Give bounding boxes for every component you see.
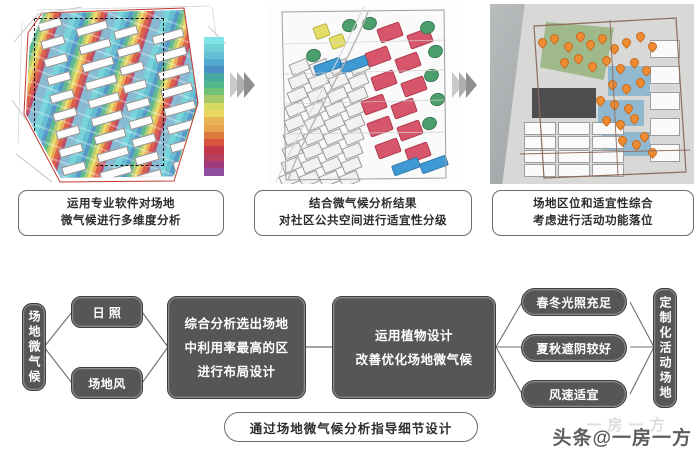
legend-swatch — [204, 58, 224, 67]
legend-swatch — [204, 73, 224, 81]
caption-line-1: 场地区位和适宜性综合 — [533, 198, 653, 210]
microclimate-design-flow-diagram: 场地微气候 日 照 场地风 综合分析选出场地 中利用率最高的区 进行布局设计 运… — [0, 255, 698, 455]
node-line-3: 进行布局设计 — [197, 364, 276, 379]
panel-microclimate-analysis: 运用专业软件对场地 微气候进行多维度分析 — [12, 4, 230, 236]
legend-swatch — [204, 102, 224, 110]
node-site-microclimate[interactable]: 场地微气候 — [22, 303, 46, 391]
function-placement-map — [490, 4, 694, 184]
node-custom-activity-site[interactable]: 定制化活动场地 — [653, 288, 677, 408]
node-sunlight[interactable]: 日 照 — [71, 296, 143, 328]
microclimate-map — [12, 4, 230, 184]
node-planting-design[interactable]: 运用植物设计 改善优化场地微气候 — [332, 296, 496, 399]
chevron-right-triple-icon-2 — [452, 72, 477, 98]
legend-swatch — [204, 139, 224, 147]
legend-swatch — [204, 44, 224, 52]
function-blocks — [490, 4, 694, 184]
node-result-summer-autumn-shade[interactable]: 夏秋遮阴较好 — [521, 334, 627, 362]
node-line-1: 运用植物设计 — [374, 328, 453, 343]
legend-swatch — [204, 66, 224, 74]
panel-activity-function-placement: 场地区位和适宜性综合 考虑进行活动功能落位 — [490, 4, 694, 236]
function-map-roads — [519, 17, 691, 179]
housing-block — [592, 164, 624, 177]
caption-microclimate-analysis: 运用专业软件对场地 微气候进行多维度分析 — [18, 190, 224, 236]
legend-swatch — [204, 146, 224, 154]
watermark: 一房一方 头条@一房一方 — [552, 417, 692, 450]
caption-activity-function: 场地区位和适宜性综合 考虑进行活动功能落位 — [492, 190, 694, 236]
legend-swatch — [204, 37, 224, 45]
housing-block — [524, 136, 556, 149]
caption-line-2: 微气候进行多维度分析 — [61, 215, 181, 227]
analysis-image-row: 运用专业软件对场地 微气候进行多维度分析 结合微气候分析结果 对社区公共空间进行… — [12, 4, 694, 236]
legend-swatch — [204, 131, 224, 140]
panel-suitability-grading: 结合微气候分析结果 对社区公共空间进行适宜性分级 — [254, 4, 472, 236]
housing-block — [558, 122, 590, 135]
microclimate-analysis-image — [12, 4, 230, 184]
node-result-spring-winter-sunlight[interactable]: 春冬光照充足 — [521, 288, 627, 316]
watermark-ghost-text: 一房一方 — [586, 417, 671, 434]
caption-line-1: 结合微气候分析结果 — [309, 198, 417, 210]
legend-swatch — [204, 95, 224, 103]
node-analysis-layout[interactable]: 综合分析选出场地 中利用率最高的区 进行布局设计 — [167, 296, 306, 399]
housing-block — [650, 118, 680, 136]
caption-line-2: 考虑进行活动功能落位 — [533, 215, 653, 227]
node-result-wind-speed[interactable]: 风速适宜 — [521, 380, 627, 408]
node-site-wind[interactable]: 场地风 — [71, 367, 143, 399]
microclimate-legend — [204, 37, 224, 176]
node-line-1: 综合分析选出场地 — [184, 316, 289, 331]
legend-swatch — [204, 161, 224, 169]
legend-swatch — [204, 51, 224, 59]
legend-swatch — [204, 168, 224, 176]
zoning-map — [268, 4, 458, 184]
flow-summary-box: 通过场地微气候分析指导细节设计 — [224, 412, 478, 442]
legend-swatch — [204, 80, 224, 89]
caption-suitability-grading: 结合微气候分析结果 对社区公共空间进行适宜性分级 — [254, 190, 472, 236]
suitability-grading-image — [268, 4, 458, 184]
legend-swatch — [204, 117, 224, 125]
legend-swatch — [204, 88, 224, 96]
zoning-street-lines — [275, 5, 447, 183]
caption-line-1: 运用专业软件对场地 — [67, 198, 175, 210]
housing-block — [558, 136, 590, 149]
watermark-text: 头条@一房一方 — [552, 428, 692, 449]
housing-block — [524, 164, 556, 177]
node-line-2: 改善优化场地微气候 — [355, 352, 473, 367]
legend-swatch — [204, 153, 224, 162]
housing-block — [650, 92, 680, 110]
legend-swatch — [204, 124, 224, 132]
analysis-boundary-dashed — [34, 18, 164, 166]
caption-line-2: 对社区公共空间进行适宜性分级 — [279, 215, 447, 227]
commercial-block — [532, 88, 596, 118]
housing-block — [592, 150, 624, 163]
activity-function-image — [490, 4, 694, 184]
legend-swatch — [204, 109, 224, 118]
site-plan-blocks — [278, 9, 450, 184]
chevron-right-triple-icon-1 — [230, 72, 255, 98]
road-network-lines — [12, 5, 227, 183]
node-line-2: 中利用率最高的区 — [184, 340, 289, 355]
